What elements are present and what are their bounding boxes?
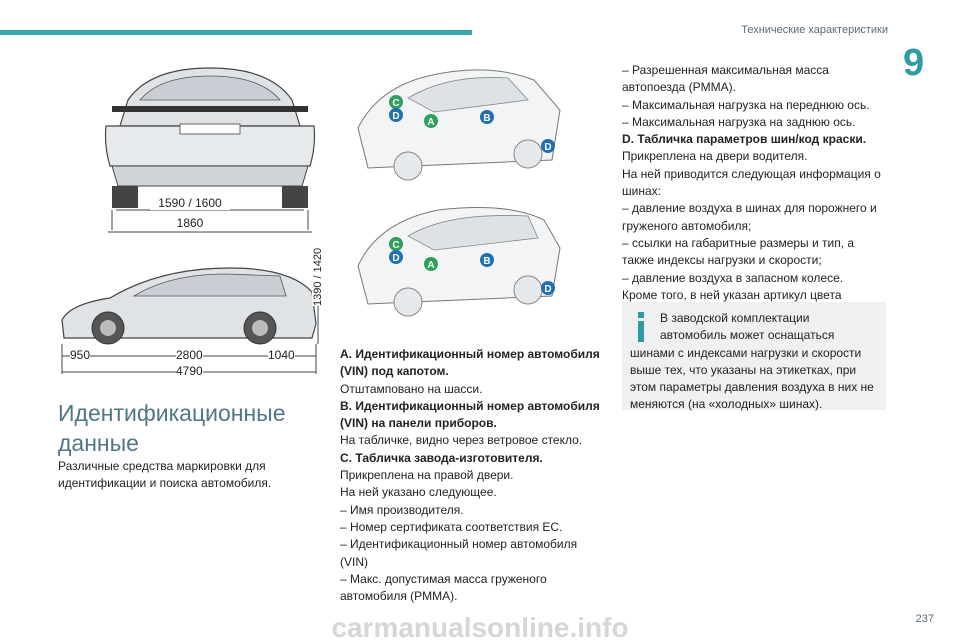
col3-para: На ней приводится следующая информация о… [622,166,881,199]
marker-c-letter: C [392,240,399,251]
section-intro: Различные средства маркировки для иденти… [58,459,272,491]
col2-para: B. Идентификационный номер автомобиля (V… [340,398,600,431]
marker-d2-letter: D [544,284,551,295]
info-note-text: В заводской комплектации автомобиль може… [630,311,874,412]
page-number: 237 [915,613,934,625]
marker-a-letter: A [427,117,434,128]
marker-d-icon [389,108,403,122]
marker-c-icon [389,237,403,251]
info-note: В заводской комплектации автомобиль може… [622,302,886,412]
header-accent-bar [0,30,472,35]
marker-c-icon [389,95,403,109]
col3-para: Прикреплена на двери водителя. [622,149,808,164]
height-label: 1390 / 1420 [312,247,324,306]
fastback-markers: C D A B D [389,95,555,153]
col3-para: – давление воздуха в шинах для порожнего… [622,201,877,233]
col2-para: – Макс. допустимая масса груженого автом… [340,571,547,604]
marker-b-icon [480,110,494,124]
rear-overhang-label: 1040 [268,348,295,362]
col2-para: На ней указано следующее. [340,485,497,500]
marker-a-icon [424,257,438,271]
footer-watermark: carmanualsonline.info [331,612,629,643]
wagon-drawing [357,207,561,317]
chapter-number: 9 [903,42,925,84]
marker-b-letter: B [483,256,490,267]
col3-para: – Максимальная нагрузка на заднюю ось. [622,114,856,129]
col2-para: C. Табличка завода-изготовителя. [340,450,543,465]
rear-view-drawing [104,67,316,233]
col3-para: D. Табличка параметров шин/код краски. [622,132,867,147]
marker-d-letter: D [392,111,399,122]
col2-para: – Номер сертификата соответствия ЕС. [340,519,563,534]
marker-a-icon [424,114,438,128]
marker-d2-letter: D [544,142,551,153]
length-label: 4790 [176,364,203,378]
col2-text: A. Идентификационный номер автомобиля (V… [340,346,602,605]
front-overhang-label: 950 [70,348,91,362]
info-icon [638,312,644,342]
side-view-drawing [61,264,319,374]
rear-width-label: 1590 / 1600 [150,196,230,210]
marker-d2-icon [541,139,555,153]
marker-d-icon [389,250,403,264]
col2-para: – Идентификационный номер автомобиля (VI… [340,537,578,569]
marker-b-icon [480,253,494,267]
marker-d-letter: D [392,253,399,264]
col3-para: – давление воздуха в запасном колесе. [622,270,844,285]
header-title: Технические характеристики [741,24,888,36]
col2-para: – Имя производителя. [340,502,464,517]
col3-text: – Разрешенная максимальная масса автопое… [622,62,884,321]
section-title: Идентификационные данные [58,400,286,456]
col2-para: A. Идентификационный номер автомобиля (V… [340,347,600,379]
rear-overall-label: 1860 [160,216,220,230]
marker-d2-icon [541,281,555,295]
col2-para: Прикреплена на правой двери. [340,468,514,483]
marker-b-letter: B [483,113,490,124]
marker-a-letter: A [427,260,434,271]
col3-para: – ссылки на габаритные размеры и тип, а … [622,235,855,268]
marker-c-letter: C [392,98,399,109]
col3-para: – Максимальная нагрузка на переднюю ось. [622,97,870,112]
wheelbase-label: 2800 [176,348,203,362]
fastback-drawing [357,69,561,181]
col3-para: – Разрешенная максимальная масса автопое… [622,63,829,95]
col2-para: На табличке, видно через ветровое стекло… [340,433,583,448]
wagon-markers: C D A B D [389,237,555,295]
col2-para: Отштамповано на шасси. [340,381,483,396]
